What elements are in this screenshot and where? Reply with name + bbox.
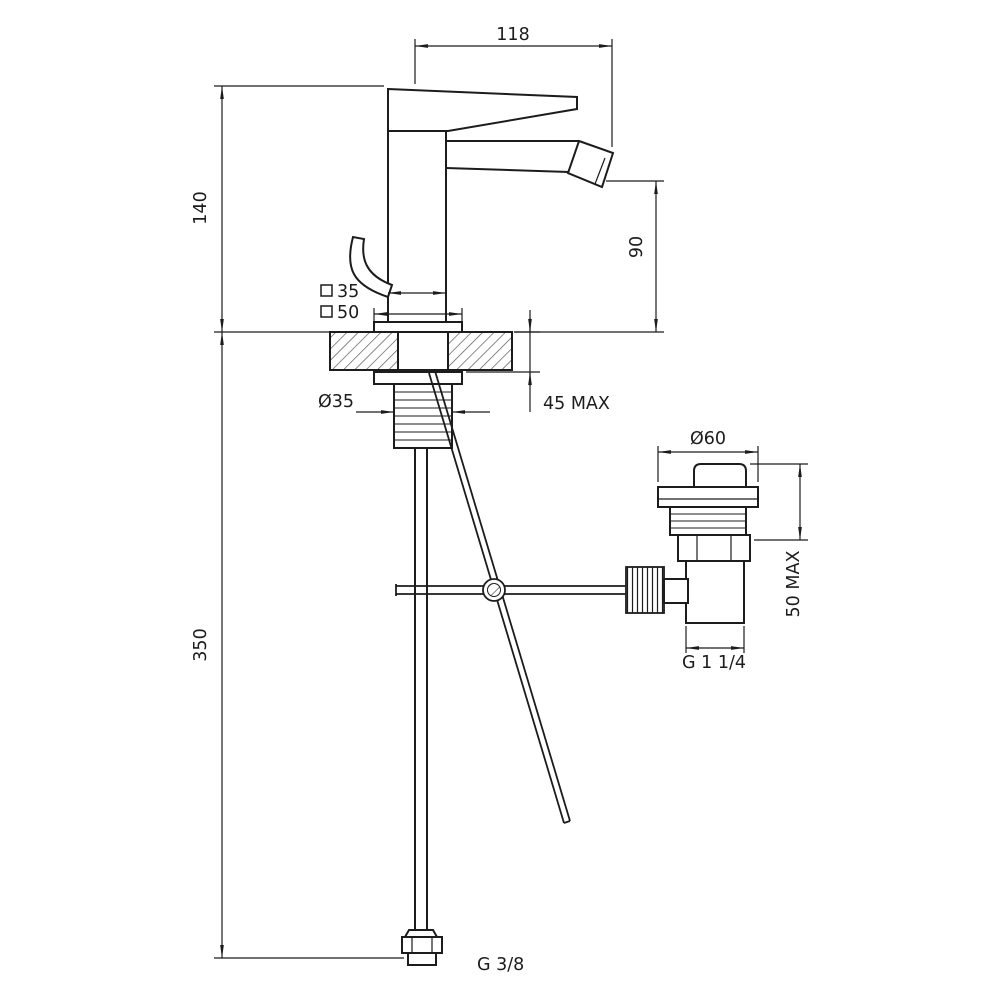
base-flange: [373, 321, 463, 333]
dimension-lines-group: [214, 39, 808, 959]
dim-45max-label: 45 MAX: [543, 394, 610, 414]
dimension-labels-group: 118 140 90 350 35 50 Ø35 45 MAX G 3/8 Ø6…: [191, 25, 804, 975]
faucet-body-group: [349, 87, 615, 333]
dim-50max-label: 50 MAX: [784, 551, 804, 618]
square-symbol-35: [320, 284, 333, 297]
hose-fitting-nut: [401, 936, 443, 954]
shank-thread-lines: [394, 391, 452, 441]
dim-90-label: 90: [627, 236, 647, 258]
knurled-adjuster-nut: [625, 566, 665, 614]
pull-rod-end-cap: [563, 820, 571, 824]
waste-flange: [657, 486, 759, 508]
dim-d60-label: Ø60: [690, 429, 726, 449]
dim-g114-label: G 1 1/4: [682, 653, 746, 673]
deck-outline: [329, 331, 513, 371]
faucet-column: [387, 128, 447, 323]
hose-fitting-cap: [407, 952, 437, 966]
dim-d35-label: Ø35: [318, 392, 354, 412]
dim-g38-label: G 3/8: [477, 955, 524, 975]
waste-tailpiece: [685, 560, 745, 624]
spout-bottom-line: [445, 167, 570, 173]
supply-hose-group: [401, 448, 443, 966]
countertop-section-group: [329, 331, 513, 449]
deck-hatch-left: [331, 333, 397, 369]
dim-350-label: 350: [191, 628, 211, 661]
aerator-face-line: [594, 157, 606, 185]
rod-clamp-block: [663, 578, 689, 604]
waste-locknut: [677, 534, 751, 562]
pivot-joint-core: [487, 583, 501, 597]
popup-control-lever: [349, 235, 394, 299]
faucet-lever-handle: [387, 87, 578, 132]
deck-hatch-right: [449, 333, 511, 369]
dim-sq50-label: 50: [337, 303, 359, 323]
popup-linkage-group: [395, 370, 630, 824]
dim-sq35-label: 35: [337, 282, 359, 302]
spout-aerator-tip: [566, 139, 615, 189]
hose-fitting-flare: [403, 929, 439, 938]
under-deck-washer: [373, 371, 463, 385]
dim-140-label: 140: [191, 191, 211, 224]
waste-thread-lines: [670, 513, 746, 529]
waste-plug-cap: [693, 463, 747, 488]
square-symbol-50: [320, 305, 333, 318]
dim-118-label: 118: [496, 25, 529, 45]
popup-waste-group: [625, 463, 759, 624]
